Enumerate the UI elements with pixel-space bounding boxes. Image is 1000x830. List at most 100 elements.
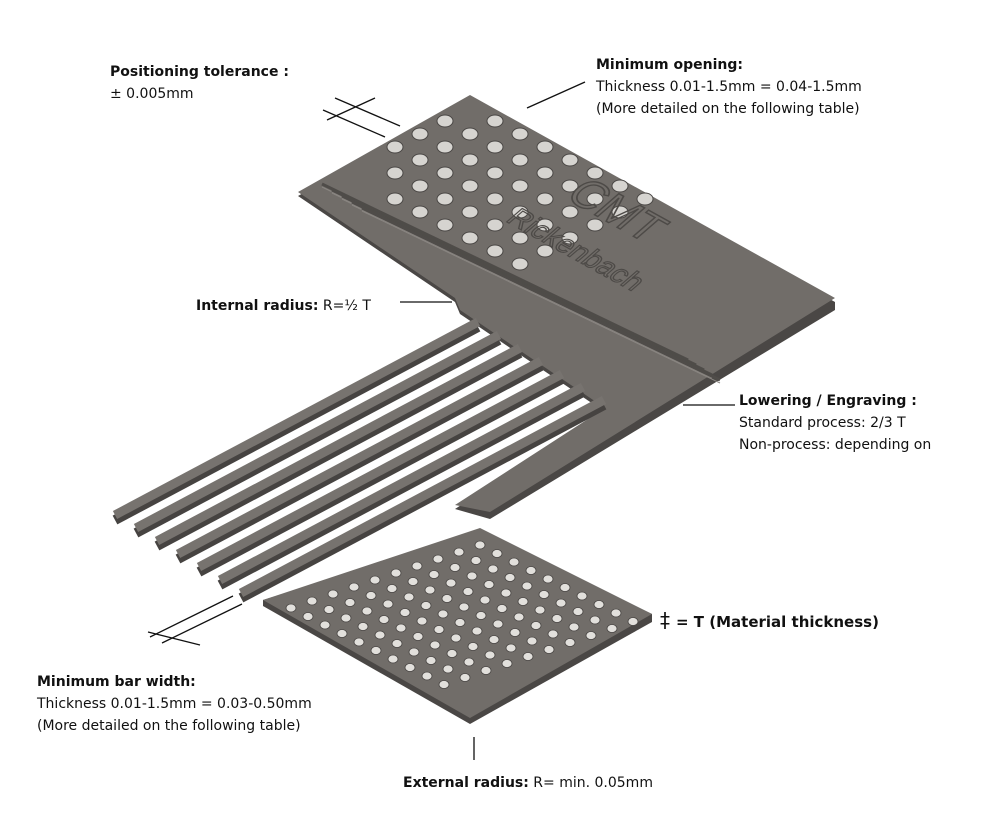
opening-hole bbox=[424, 585, 436, 595]
opening-hole bbox=[437, 609, 449, 619]
opening-hole bbox=[348, 582, 360, 592]
opening-line1: Thickness 0.01-1.5mm = 0.04-1.5mm bbox=[596, 79, 862, 95]
opening-hole bbox=[408, 647, 420, 657]
opening-hole bbox=[486, 114, 504, 128]
opening-hole bbox=[561, 231, 579, 245]
opening-hole bbox=[536, 244, 554, 258]
opening-hole bbox=[449, 563, 461, 572]
opening-hole bbox=[480, 666, 492, 675]
opening-hole bbox=[458, 602, 470, 612]
opening-hole bbox=[543, 645, 555, 654]
opening-hole bbox=[610, 608, 622, 618]
opening-hole bbox=[467, 642, 479, 651]
opening-hole bbox=[536, 192, 554, 206]
opening-hole bbox=[484, 650, 496, 660]
opening-hole bbox=[461, 127, 479, 141]
opening-hole bbox=[438, 680, 450, 689]
openings bbox=[285, 114, 654, 689]
lowering-line1: Standard process: 2/3 T bbox=[739, 415, 906, 431]
opening-hole bbox=[521, 581, 533, 591]
opening-hole bbox=[511, 257, 529, 271]
opening-hole bbox=[511, 153, 529, 167]
opening-hole bbox=[568, 622, 580, 632]
internal-value: R=½ T bbox=[318, 298, 371, 314]
material-thickness-label: ‡= T (Material thickness) bbox=[660, 609, 879, 633]
internal-radius-label: Internal radius: R=½ T bbox=[196, 295, 371, 317]
opening-hole bbox=[611, 179, 629, 193]
opening-hole bbox=[386, 166, 404, 180]
opening-hole bbox=[407, 577, 419, 586]
opening-hole bbox=[496, 604, 508, 613]
finger-bar bbox=[154, 344, 523, 545]
opening-hole bbox=[509, 628, 521, 637]
opening-hole bbox=[411, 179, 429, 193]
opening-hole bbox=[504, 573, 516, 582]
opening-hole bbox=[534, 605, 546, 615]
opening-hole bbox=[429, 640, 441, 650]
opening-hole bbox=[461, 205, 479, 219]
opening-hole bbox=[428, 570, 440, 579]
positioning-value: ± 0.005mm bbox=[110, 86, 194, 102]
opening-hole bbox=[517, 597, 529, 606]
metal-plate: CMT Rickenbach bbox=[112, 95, 835, 724]
opening-hole bbox=[461, 179, 479, 193]
opening-hole bbox=[446, 649, 458, 658]
opening-hole bbox=[479, 595, 491, 605]
opening-hole bbox=[593, 600, 605, 609]
opening-hole bbox=[627, 617, 639, 626]
opening-hole bbox=[353, 637, 365, 647]
opening-hole bbox=[450, 633, 462, 643]
opening-hole bbox=[488, 635, 500, 644]
opening-hole bbox=[492, 619, 504, 629]
opening-hole bbox=[361, 606, 373, 616]
opening-hole bbox=[453, 547, 465, 557]
opening-hole bbox=[542, 574, 554, 584]
opening-hole bbox=[463, 657, 475, 667]
opening-hole bbox=[462, 587, 474, 596]
opening-hole bbox=[459, 673, 471, 682]
opening-hole bbox=[561, 153, 579, 167]
opening-hole bbox=[412, 632, 424, 641]
opening-hole bbox=[561, 179, 579, 193]
opening-hole bbox=[500, 588, 512, 598]
opening-hole bbox=[386, 584, 398, 593]
opening-hole bbox=[344, 598, 356, 607]
opening-hole bbox=[486, 140, 504, 154]
opening-hole bbox=[340, 613, 352, 623]
opening-hole bbox=[461, 231, 479, 245]
opening-hole bbox=[378, 615, 390, 624]
opening-hole bbox=[436, 114, 454, 128]
opening-hole bbox=[491, 549, 503, 558]
opening-title: Minimum opening: bbox=[596, 57, 743, 73]
opening-hole bbox=[530, 621, 542, 630]
opening-hole bbox=[436, 192, 454, 206]
opening-hole bbox=[486, 244, 504, 258]
opening-hole bbox=[525, 566, 537, 575]
opening-hole bbox=[572, 607, 584, 616]
opening-hole bbox=[436, 218, 454, 232]
lowering-line2: Non-process: depending on bbox=[739, 437, 932, 453]
opening-hole bbox=[486, 218, 504, 232]
finger-bar bbox=[196, 370, 565, 571]
external-value: R= min. 0.05mm bbox=[528, 775, 653, 791]
finger-bar bbox=[217, 383, 586, 584]
opening-hole bbox=[555, 598, 567, 608]
opening-hole bbox=[436, 166, 454, 180]
opening-hole bbox=[390, 568, 402, 578]
opening-hole bbox=[365, 591, 377, 600]
opening-hole bbox=[547, 629, 559, 639]
thickness-symbol-icon: ‡ bbox=[660, 608, 670, 632]
opening-hole bbox=[470, 556, 482, 565]
opening-hole bbox=[475, 611, 487, 620]
opening-hole bbox=[538, 590, 550, 599]
opening-hole bbox=[382, 599, 394, 609]
opening-hole bbox=[411, 127, 429, 141]
finger-bar bbox=[133, 331, 502, 532]
opening-hole bbox=[585, 631, 597, 640]
opening-hole bbox=[445, 578, 457, 588]
opening-hole bbox=[421, 671, 433, 681]
opening-hole bbox=[302, 612, 314, 621]
external-title: External radius: bbox=[403, 775, 529, 791]
opening-hole bbox=[586, 218, 604, 232]
opening-hole bbox=[404, 663, 416, 672]
